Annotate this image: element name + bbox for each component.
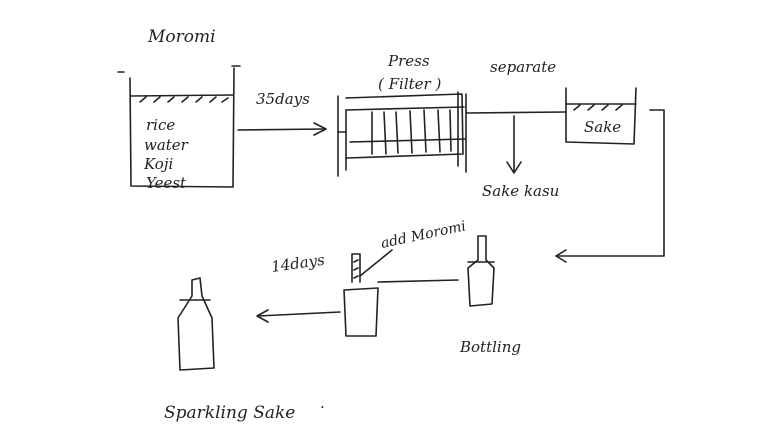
arrow-to-sparkling xyxy=(256,309,341,323)
sake-kasu-label: Sake kasu xyxy=(482,182,559,200)
press-label: Press xyxy=(387,52,430,70)
separate-label: separate xyxy=(490,58,556,76)
press-filter xyxy=(337,91,467,177)
bottling-label: Bottling xyxy=(459,338,521,356)
sparkling-sake-label: Sparkling Sake xyxy=(164,403,295,423)
duration-14days: 14days xyxy=(270,251,326,276)
add-moromi-label: add Moromi xyxy=(380,218,468,252)
moromi-tank xyxy=(117,65,241,188)
sparkling-sake-bottle xyxy=(177,277,215,371)
ingredient-rice: rice xyxy=(146,116,175,134)
moromi-label: Moromi xyxy=(147,27,216,47)
ingredient-koji: Koji xyxy=(143,155,173,173)
trailing-dot: · xyxy=(320,398,325,416)
return-line xyxy=(555,109,665,263)
bottling-bottle xyxy=(467,235,495,307)
separate-line xyxy=(465,111,567,174)
filter-label: ( Filter ) xyxy=(378,75,441,93)
arrow-to-press xyxy=(237,122,327,136)
sake-label: Sake xyxy=(584,118,621,136)
ingredient-water: water xyxy=(144,136,189,154)
ingredient-yeast: Yeest xyxy=(146,174,187,192)
duration-35days: 35days xyxy=(256,90,310,108)
sake-tank xyxy=(565,87,637,145)
add-moromi-bottle xyxy=(343,249,459,337)
